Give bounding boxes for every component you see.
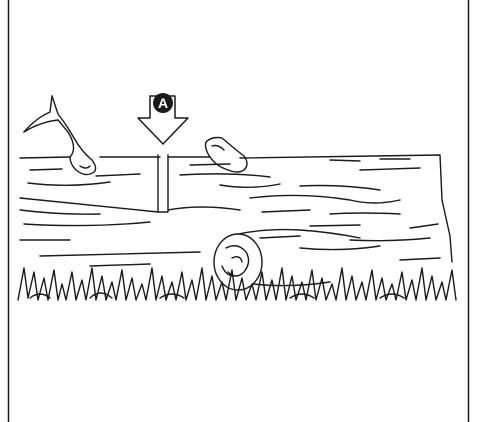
- callout-badge-a: A: [153, 93, 173, 113]
- fallen-log: [19, 154, 453, 267]
- branch-stub-right: [204, 136, 248, 173]
- log-round-section: [213, 228, 361, 291]
- callout-arrow: [137, 95, 189, 145]
- callout-label: A: [158, 95, 168, 111]
- grass-ground: [17, 267, 457, 301]
- panel-border: [7, 0, 470, 422]
- branch-stub-left: [23, 95, 97, 176]
- cut-kerf: [157, 154, 169, 213]
